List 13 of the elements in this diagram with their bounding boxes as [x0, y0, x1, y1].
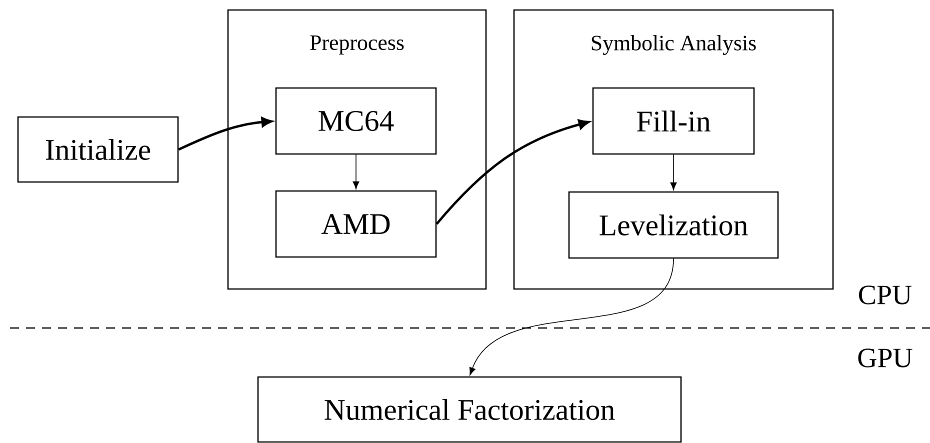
- arrow: [178, 117, 272, 151]
- arrow: [436, 119, 590, 225]
- process-box: AMD: [275, 190, 437, 258]
- process-box: Levelization: [568, 191, 779, 259]
- process-box: Initialize: [17, 116, 179, 183]
- process-box: Numerical Factorization: [257, 376, 682, 443]
- region-label: GPU: [858, 348, 912, 368]
- process-box: Fill-in: [592, 87, 755, 155]
- arrow: [670, 154, 677, 190]
- process-box: MC64: [275, 87, 437, 155]
- region-label: CPU: [859, 286, 912, 304]
- arrow: [352, 154, 360, 190]
- arrow: [469, 258, 674, 376]
